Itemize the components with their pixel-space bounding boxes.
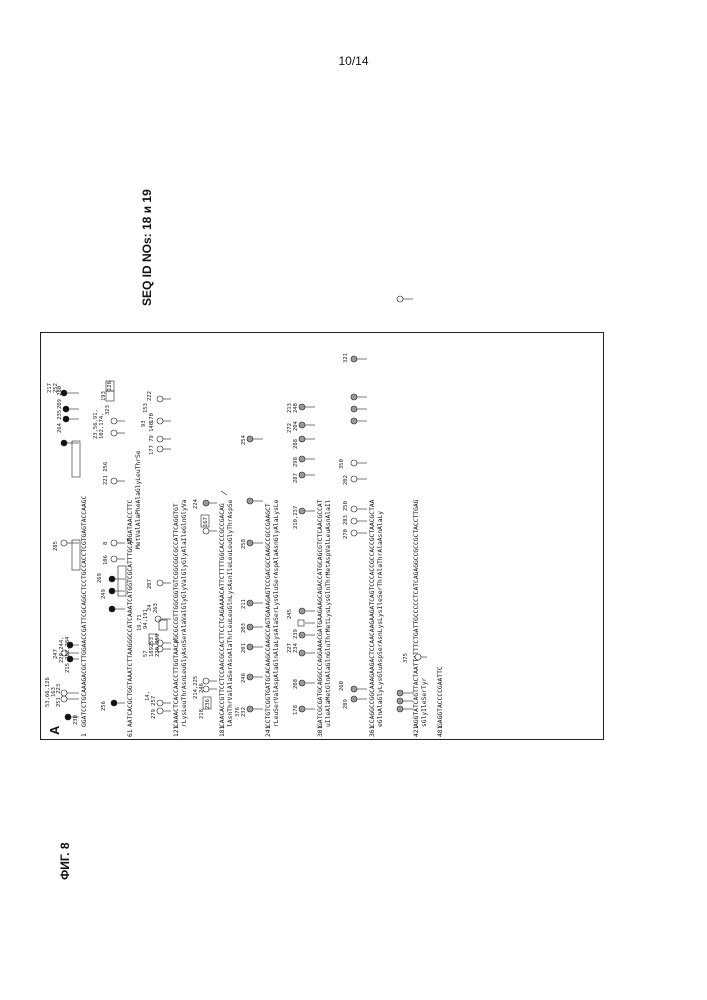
figure-label: ФИГ. 8 bbox=[58, 842, 72, 880]
rotated-sequence-panel: A 1 GGATCCTGCAAAGACGCTTGGAACCGATTCGCAGGC… bbox=[41, 177, 447, 739]
feature-arrows bbox=[41, 177, 447, 739]
arrow-icon bbox=[221, 491, 227, 495]
figure-frame: A 1 GGATCCTGCAAAGACGCTTGGAACCGATTCGCAGGC… bbox=[40, 332, 604, 740]
page-number: 10/14 bbox=[0, 54, 707, 68]
arrow-icon bbox=[127, 539, 133, 543]
arrow-icon bbox=[173, 639, 179, 643]
